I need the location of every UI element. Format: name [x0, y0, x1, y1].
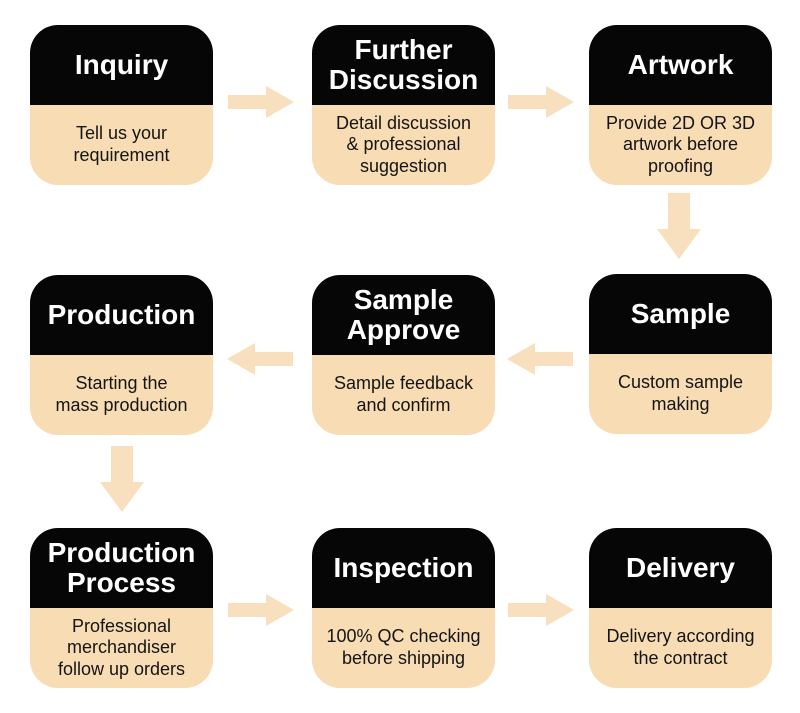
flow-step-delivery: Delivery Delivery according the contract: [589, 528, 772, 688]
arrow-right-icon-inquiry-to-further-discussion: [228, 85, 294, 119]
flow-step-description: 100% QC checking before shipping: [312, 608, 495, 688]
flow-step-title: Sample Approve: [312, 275, 495, 355]
flow-step-title: Further Discussion: [312, 25, 495, 105]
flow-step-further-discussion: Further Discussion Detail discussion & p…: [312, 25, 495, 185]
flow-step-sample: Sample Custom sample making: [589, 274, 772, 434]
flow-step-description: Custom sample making: [589, 354, 772, 434]
arrow-right-icon-inspection-to-delivery: [508, 593, 574, 627]
flow-step-title: Artwork: [589, 25, 772, 105]
flow-step-production: Production Starting the mass production: [30, 275, 213, 435]
arrow-left-icon-sample-approve-to-production: [227, 342, 293, 376]
arrow-left-icon-sample-to-sample-approve: [507, 342, 573, 376]
flow-step-title: Inspection: [312, 528, 495, 608]
flow-step-description: Delivery according the contract: [589, 608, 772, 688]
arrow-right-icon-production-process-to-inspection: [228, 593, 294, 627]
arrow-right-icon-further-discussion-to-artwork: [508, 85, 574, 119]
flow-step-production-process: Production Process Professional merchand…: [30, 528, 213, 688]
flow-step-description: Detail discussion & professional suggest…: [312, 105, 495, 185]
flow-step-inquiry: Inquiry Tell us your requirement: [30, 25, 213, 185]
flow-step-title: Inquiry: [30, 25, 213, 105]
flow-step-sample-approve: Sample Approve Sample feedback and confi…: [312, 275, 495, 435]
flow-step-title: Delivery: [589, 528, 772, 608]
flow-step-description: Tell us your requirement: [30, 105, 213, 185]
arrow-down-icon-artwork-to-sample: [657, 193, 701, 259]
flow-step-title: Production: [30, 275, 213, 355]
flow-step-description: Starting the mass production: [30, 355, 213, 435]
arrow-down-icon-production-to-production-process: [100, 446, 144, 512]
flow-step-inspection: Inspection 100% QC checking before shipp…: [312, 528, 495, 688]
flow-step-description: Provide 2D OR 3D artwork before proofing: [589, 105, 772, 185]
flow-step-description: Sample feedback and confirm: [312, 355, 495, 435]
flow-step-artwork: Artwork Provide 2D OR 3D artwork before …: [589, 25, 772, 185]
flow-step-title: Production Process: [30, 528, 213, 608]
flow-step-title: Sample: [589, 274, 772, 354]
flow-step-description: Professional merchandiser follow up orde…: [30, 608, 213, 688]
